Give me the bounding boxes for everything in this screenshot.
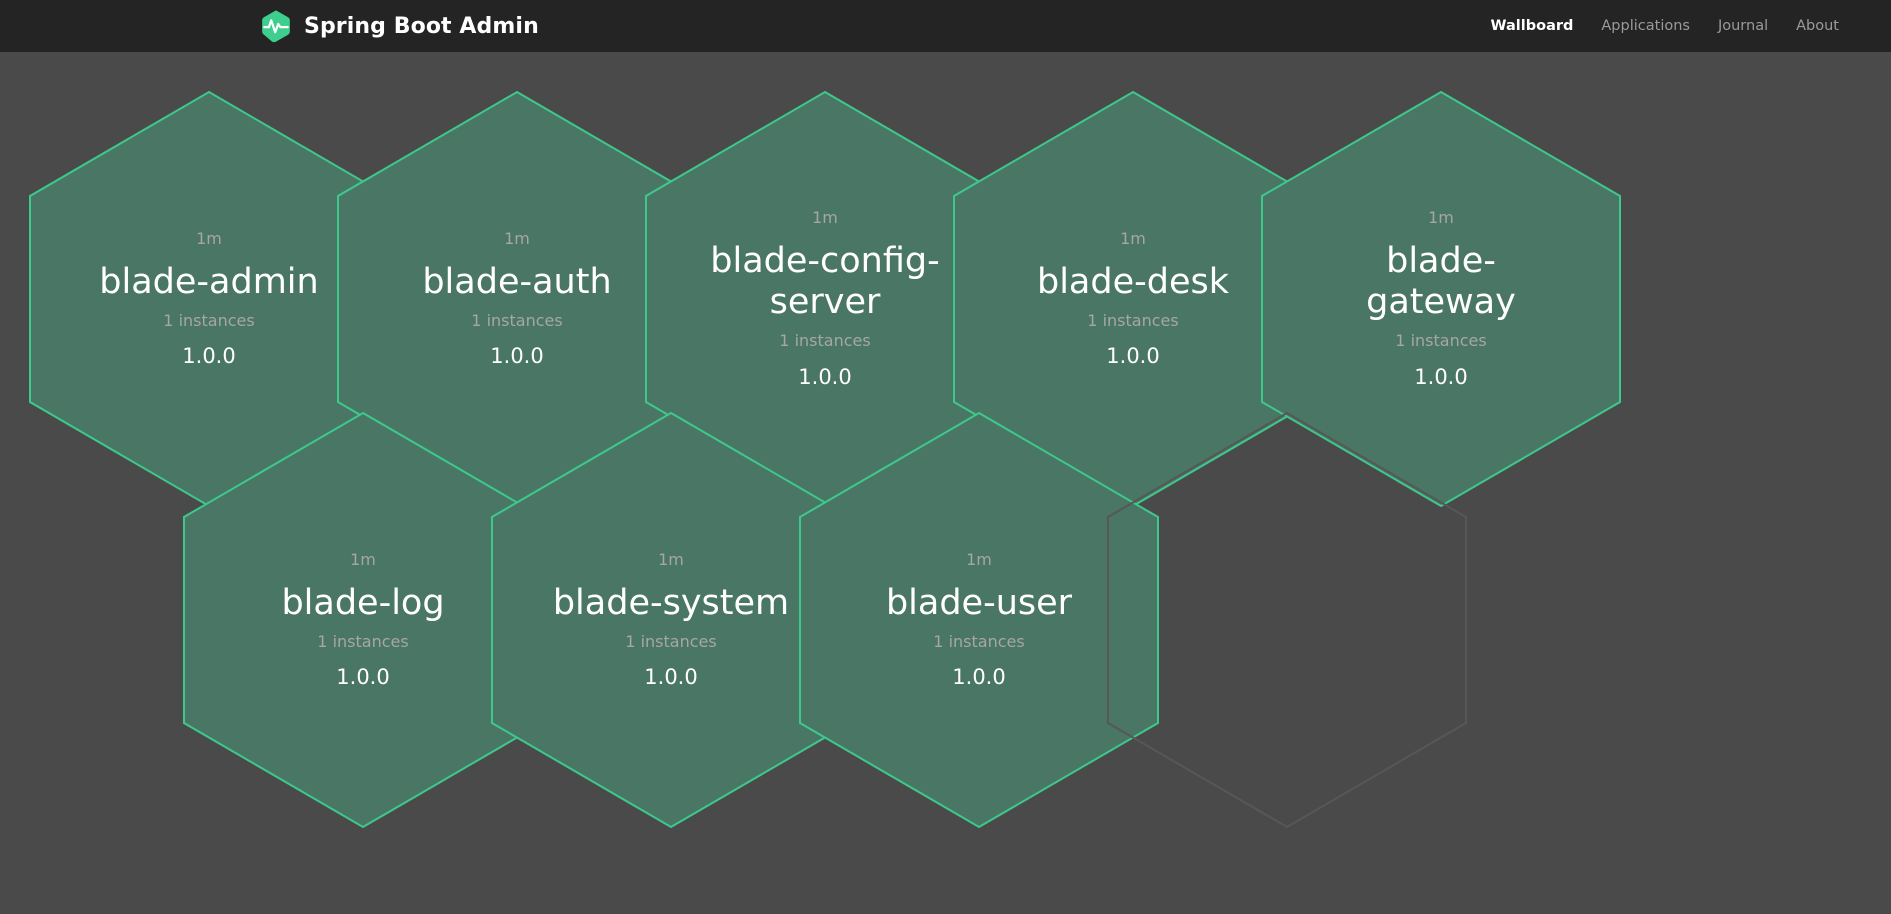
hexagon-app-name: blade-admin	[99, 261, 319, 302]
hexagon-instances: 1 instances	[625, 631, 717, 651]
hexagon-outline-shape	[1107, 411, 1467, 829]
hexagon-shape	[799, 411, 1159, 829]
brand-link[interactable]: Spring Boot Admin	[258, 8, 539, 44]
hexagon-shape	[1261, 90, 1621, 508]
hexagon-status: 1m	[1120, 228, 1146, 248]
hexagon-instances: 1 instances	[1087, 310, 1179, 330]
empty-hexagon-placeholder	[1106, 411, 1468, 829]
nav-link-journal[interactable]: Journal	[1717, 18, 1769, 34]
hexagon-app-name: blade-system	[552, 582, 790, 623]
hexagon-app-name: blade-user	[885, 582, 1073, 623]
hexagon-version: 1.0.0	[952, 665, 1006, 690]
wallboard-grid: 1m blade-admin 1 instances 1.0.0 1m blad…	[0, 52, 1891, 914]
hexagon-instances: 1 instances	[1395, 331, 1487, 351]
hexagon-status: 1m	[812, 208, 838, 228]
application-hexagon-blade-system[interactable]: 1m blade-system 1 instances 1.0.0	[490, 411, 852, 829]
hexagon-app-name: blade-desk	[1036, 261, 1230, 302]
hexagon-status: 1m	[966, 549, 992, 569]
nav-link-wallboard[interactable]: Wallboard	[1490, 18, 1574, 34]
hexagon-status: 1m	[1428, 208, 1454, 228]
hexagon-instances: 1 instances	[933, 631, 1025, 651]
application-hexagon-blade-log[interactable]: 1m blade-log 1 instances 1.0.0	[182, 411, 544, 829]
hexagon-version: 1.0.0	[644, 665, 698, 690]
hexagon-version: 1.0.0	[798, 364, 852, 389]
hexagon-status: 1m	[196, 228, 222, 248]
hexagon-status: 1m	[350, 549, 376, 569]
hexagon-instances: 1 instances	[779, 331, 871, 351]
nav-links: Wallboard Applications Journal About	[1491, 18, 1839, 34]
nav-link-applications[interactable]: Applications	[1601, 18, 1690, 34]
application-hexagon-blade-admin[interactable]: 1m blade-admin 1 instances 1.0.0	[28, 90, 390, 508]
hexagon-instances: 1 instances	[317, 631, 409, 651]
brand-title: Spring Boot Admin	[304, 13, 539, 39]
application-hexagon-blade-gateway[interactable]: 1m blade-gateway 1 instances 1.0.0	[1260, 90, 1622, 508]
hexagon-status: 1m	[504, 228, 530, 248]
hexagon-version: 1.0.0	[182, 344, 236, 369]
application-hexagon-blade-user[interactable]: 1m blade-user 1 instances 1.0.0	[798, 411, 1160, 829]
hexagon-version: 1.0.0	[336, 665, 390, 690]
hexagon-version: 1.0.0	[1106, 344, 1160, 369]
hexagon-app-name: blade-config-server	[710, 241, 940, 323]
hexagon-app-name: blade-gateway	[1366, 241, 1516, 323]
application-hexagon-blade-config-server[interactable]: 1m blade-config-server 1 instances 1.0.0	[644, 90, 1006, 508]
hexagon-version: 1.0.0	[490, 344, 544, 369]
hexagon-instances: 1 instances	[471, 310, 563, 330]
top-navbar: Spring Boot Admin Wallboard Applications…	[0, 0, 1891, 52]
hexagon-status: 1m	[658, 549, 684, 569]
nav-link-about[interactable]: About	[1796, 18, 1839, 34]
hexagon-app-name: blade-auth	[422, 261, 612, 302]
heartbeat-hexagon-icon	[262, 10, 290, 43]
hexagon-instances: 1 instances	[163, 310, 255, 330]
hexagon-version: 1.0.0	[1414, 364, 1468, 389]
hexagon-app-name: blade-log	[281, 582, 445, 623]
